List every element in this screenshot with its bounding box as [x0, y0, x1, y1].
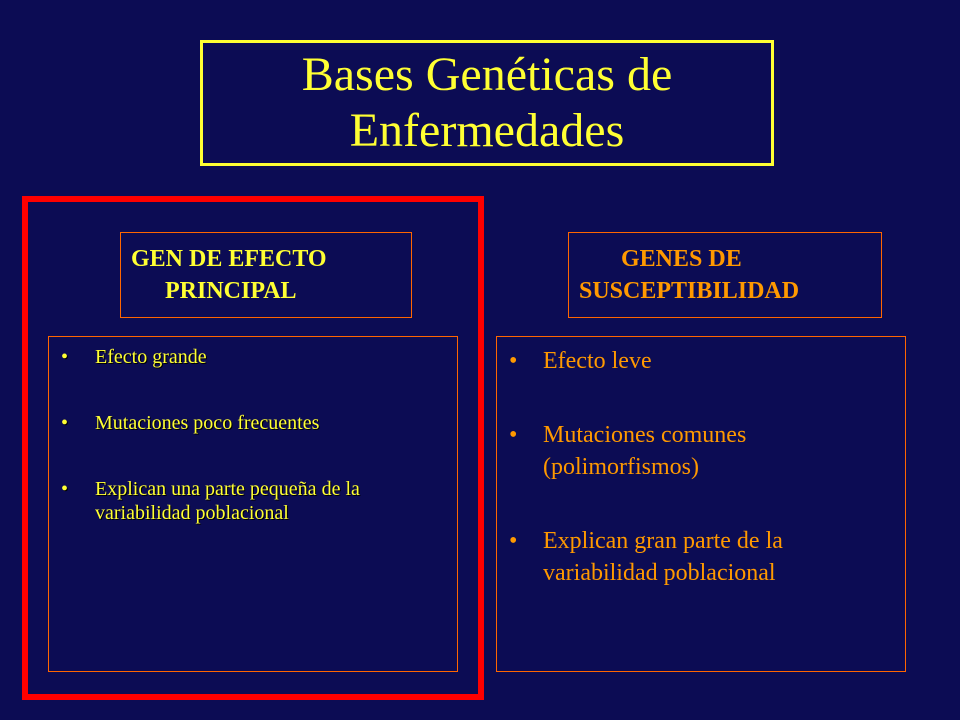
slide-title: Bases Genéticas de Enfermedades: [301, 48, 673, 157]
right-label-line-2: SUSCEPTIBILIDAD: [579, 278, 800, 304]
left-label-line-1: GEN DE EFECTO: [131, 246, 327, 272]
list-item-text: Efecto grande: [95, 346, 207, 368]
left-label-line-2: PRINCIPAL: [165, 278, 297, 304]
list-item-text: Efecto leve: [543, 348, 652, 374]
bullet-icon: •: [61, 412, 69, 434]
highlight-frame: [22, 196, 484, 700]
list-item: • Explican una parte pequeña de la varia…: [59, 477, 447, 525]
list-item-text: Mutaciones comunes (polimorfismos): [543, 422, 747, 480]
list-item: • Mutaciones comunes (polimorfismos): [507, 419, 895, 483]
right-column-label: GENES DE SUSCEPTIBILIDAD: [568, 232, 882, 318]
right-label-line-1: GENES DE: [621, 246, 742, 272]
bullet-icon: •: [509, 422, 518, 448]
right-content-box: • Efecto leve • Mutaciones comunes (poli…: [496, 336, 906, 672]
list-item: • Explican gran parte de la variabilidad…: [507, 525, 895, 589]
list-item-text: Mutaciones poco frecuentes: [95, 412, 320, 434]
bullet-icon: •: [61, 478, 69, 500]
left-content-box: • Efecto grande • Mutaciones poco frecue…: [48, 336, 458, 672]
list-item: • Mutaciones poco frecuentes: [59, 411, 447, 435]
list-item-text: Explican una parte pequeña de la variabi…: [95, 478, 360, 524]
right-bullet-list: • Efecto leve • Mutaciones comunes (poli…: [497, 337, 905, 589]
left-column-label: GEN DE EFECTO PRINCIPAL: [120, 232, 412, 318]
left-bullet-list: • Efecto grande • Mutaciones poco frecue…: [49, 337, 457, 525]
list-item: • Efecto grande: [59, 345, 447, 369]
bullet-icon: •: [61, 346, 69, 368]
title-box: Bases Genéticas de Enfermedades: [200, 40, 774, 166]
bullet-icon: •: [509, 348, 518, 374]
bullet-icon: •: [509, 528, 518, 554]
list-item: • Efecto leve: [507, 345, 895, 377]
list-item-text: Explican gran parte de la variabilidad p…: [543, 528, 783, 586]
